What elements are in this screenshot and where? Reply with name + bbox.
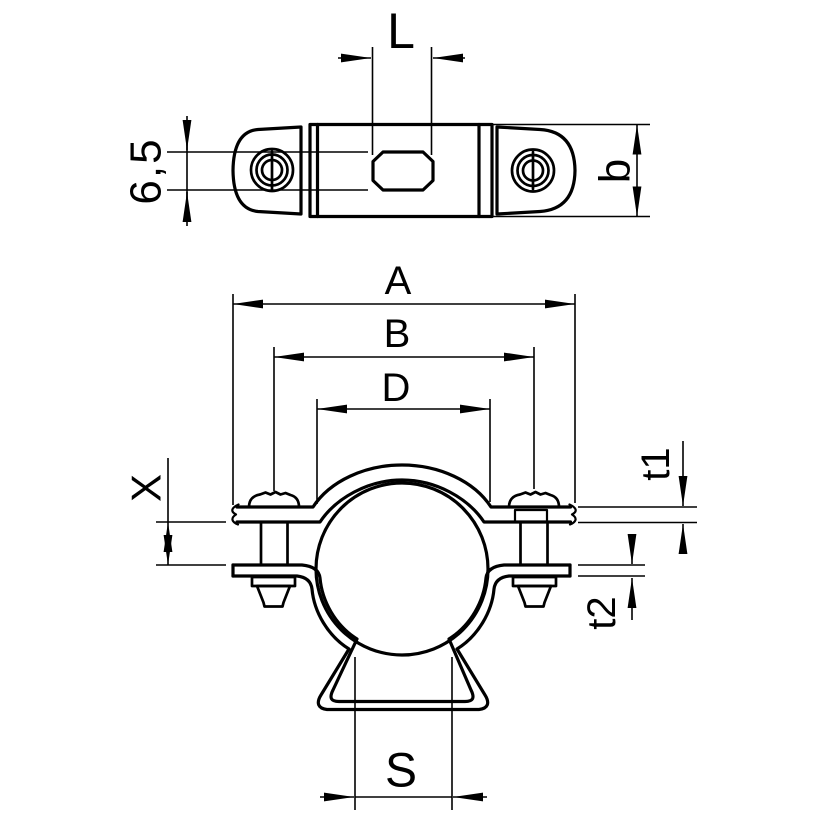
dimension-D: D (316, 366, 491, 504)
end-plate-left (231, 125, 303, 216)
nut-under-right-head (513, 508, 549, 524)
mounting-slot (371, 150, 435, 192)
screw-top-right (510, 148, 556, 193)
cradle-outer-line (231, 574, 572, 712)
dimension-S: S (320, 657, 487, 810)
band-outline (308, 122, 494, 219)
dim-label-6-5: 6,5 (122, 137, 171, 204)
dim-label-t1: t1 (634, 447, 678, 480)
top-view: L 6,5 b (122, 3, 650, 226)
front-view: A B D X t1 (123, 259, 697, 810)
dim-label-D: D (382, 366, 411, 410)
dimension-t1: t1 (578, 441, 697, 554)
screw-head-right (507, 490, 561, 509)
dim-label-S: S (385, 745, 417, 798)
dimension-B: B (273, 312, 535, 491)
screw-top-left (249, 147, 295, 193)
dimension-b: b (490, 123, 650, 218)
screw-outer-circle (249, 147, 295, 193)
dimension-L: L (338, 3, 465, 155)
flange-break-edge-left (231, 503, 240, 526)
dim-label-A: A (385, 259, 412, 303)
screw-head-left (247, 490, 301, 509)
dim-label-b: b (591, 159, 640, 183)
flange-break-edge-right (568, 503, 577, 526)
saddle-outer-line (235, 463, 573, 509)
dim-label-B: B (384, 312, 411, 356)
dim-label-X: X (123, 474, 170, 502)
dimension-6-5: 6,5 (122, 116, 368, 226)
end-plate-right (495, 125, 577, 216)
dimension-A: A (232, 259, 576, 505)
screw-outer-circle (510, 148, 556, 193)
plug-tip-left (255, 584, 292, 608)
plug-tip-right (516, 584, 553, 608)
cradle-inner-line (231, 563, 572, 704)
dimension-t2: t2 (578, 534, 645, 630)
saddle-inner-line (235, 478, 573, 524)
dim-label-L: L (387, 3, 415, 59)
dimension-X: X (123, 458, 226, 566)
dim-label-t2: t2 (580, 596, 624, 629)
